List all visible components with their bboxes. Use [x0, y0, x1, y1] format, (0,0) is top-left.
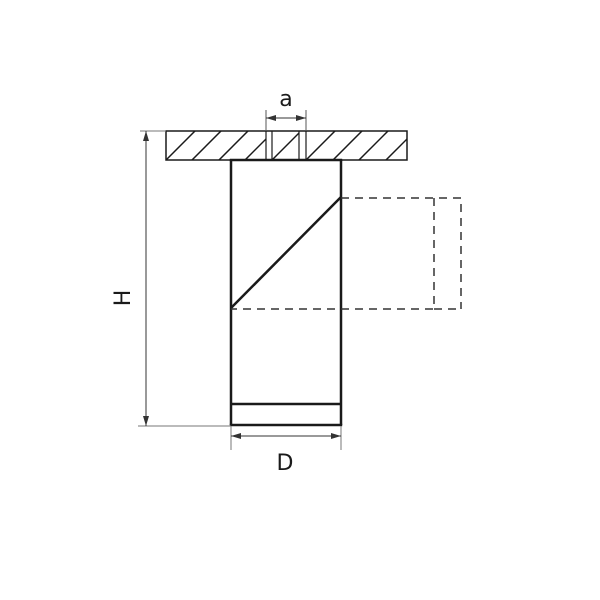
rotation-joint-line	[230, 196, 342, 309]
rotated-position-outline	[231, 197, 462, 310]
mounting-hole	[265, 131, 307, 160]
dimension-h: H	[111, 130, 231, 427]
dimension-label-d: D	[277, 451, 294, 476]
dimension-d: D	[230, 426, 342, 476]
dimension-label-a: a	[279, 87, 292, 112]
dimension-label-h: H	[111, 290, 136, 307]
ceiling-plate	[165, 130, 408, 161]
ceiling-hatching	[166, 131, 407, 160]
lamp-body	[229, 158, 343, 427]
dimension-a: a	[265, 87, 307, 131]
